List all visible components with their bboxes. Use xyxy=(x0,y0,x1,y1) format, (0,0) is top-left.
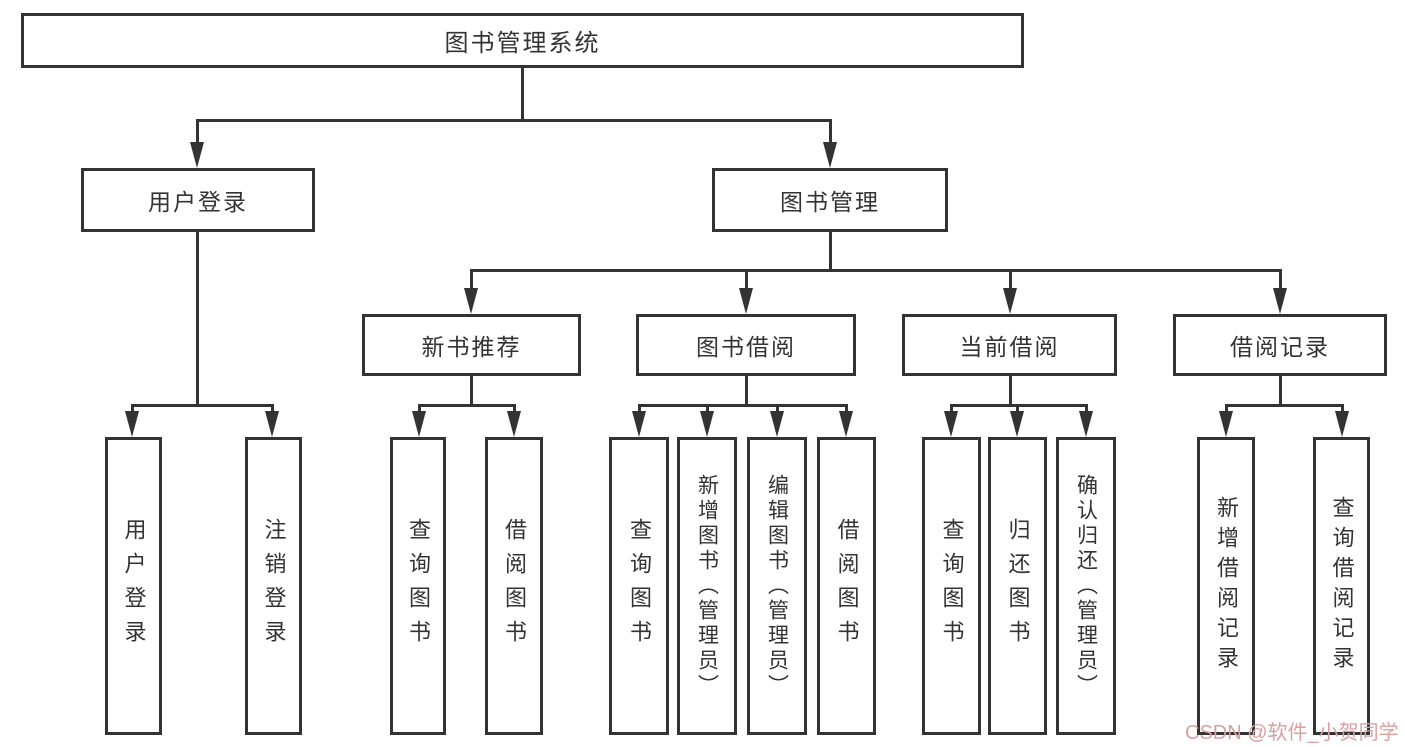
leaf-bb-query-book: 查询图书 xyxy=(609,437,669,735)
node-label: 当前借阅 xyxy=(959,334,1060,360)
leaf-user-login: 用户登录 xyxy=(105,437,162,735)
node-label: 编辑图书（管理员） xyxy=(765,473,789,699)
connector-line xyxy=(745,269,748,291)
watermark: CSDN @软件_小贺同学 xyxy=(1185,722,1399,744)
arrow-down-icon xyxy=(1010,411,1024,437)
arrow-down-icon xyxy=(1273,288,1287,314)
node-user-login: 用户登录 xyxy=(81,168,315,232)
leaf-bb-add-book-admin: 新增图书（管理员） xyxy=(677,437,737,735)
connector-line xyxy=(829,232,832,272)
connector-line xyxy=(131,404,274,407)
leaf-bb-edit-book-admin: 编辑图书（管理员） xyxy=(747,437,807,735)
node-label: 借阅记录 xyxy=(1230,334,1330,360)
arrow-down-icon xyxy=(739,288,753,314)
arrow-down-icon xyxy=(770,411,784,437)
arrow-down-icon xyxy=(632,411,646,437)
connector-line xyxy=(1009,376,1012,407)
leaf-cb-return-book: 归还图书 xyxy=(988,437,1047,735)
connector-line xyxy=(829,119,832,146)
connector-line xyxy=(1225,404,1228,414)
connector-line xyxy=(131,404,134,414)
leaf-cb-query-book: 查询图书 xyxy=(922,437,981,735)
arrow-down-icon xyxy=(823,142,837,168)
connector-line xyxy=(521,68,524,122)
connector-line xyxy=(1279,269,1282,291)
connector-line xyxy=(1225,404,1344,407)
arrow-down-icon xyxy=(265,411,279,437)
connector-line xyxy=(418,404,516,407)
connector-line xyxy=(950,404,953,414)
node-label: 新增借阅记录 xyxy=(1214,496,1239,676)
arrow-down-icon xyxy=(1003,288,1017,314)
node-label: 图书借阅 xyxy=(696,334,796,360)
connector-line xyxy=(470,376,473,407)
leaf-cb-confirm-return-admin: 确认归还（管理员） xyxy=(1056,437,1116,735)
leaf-bb-borrow-book: 借阅图书 xyxy=(817,437,876,735)
connector-line xyxy=(845,404,848,414)
arrow-down-icon xyxy=(944,411,958,437)
node-label: 确认归还（管理员） xyxy=(1074,473,1098,699)
node-book-borrowing: 图书借阅 xyxy=(636,314,856,376)
connector-line xyxy=(776,404,779,414)
arrow-down-icon xyxy=(412,411,426,437)
node-label: 注销登录 xyxy=(261,518,287,654)
connector-line xyxy=(196,119,199,146)
node-label: 查询图书 xyxy=(939,518,965,654)
arrow-down-icon xyxy=(507,411,521,437)
connector-line xyxy=(470,269,1282,272)
leaf-rec-borrow-book: 借阅图书 xyxy=(485,437,543,735)
leaf-br-add-record: 新增借阅记录 xyxy=(1197,437,1255,735)
arrow-down-icon xyxy=(1219,411,1233,437)
connector-line xyxy=(418,404,421,414)
arrow-down-icon xyxy=(1335,411,1349,437)
connector-line xyxy=(1016,404,1019,414)
node-current-borrowing: 当前借阅 xyxy=(902,314,1117,376)
node-label: 借阅图书 xyxy=(502,518,527,654)
node-label: 用户登录 xyxy=(148,189,248,215)
node-new-book-recommend: 新书推荐 xyxy=(362,314,581,376)
connector-line xyxy=(1085,404,1088,414)
node-label: 用户登录 xyxy=(121,518,147,654)
connector-line xyxy=(638,404,848,407)
leaf-br-query-record: 查询借阅记录 xyxy=(1313,437,1370,735)
leaf-rec-query-book: 查询图书 xyxy=(390,437,446,735)
connector-line xyxy=(1341,404,1344,414)
arrow-down-icon xyxy=(839,411,853,437)
connector-line xyxy=(745,376,748,407)
connector-line xyxy=(513,404,516,414)
connector-line xyxy=(196,119,832,122)
node-library-management-system: 图书管理系统 xyxy=(21,13,1024,68)
node-label: 图书管理系统 xyxy=(444,30,601,57)
node-label: 查询图书 xyxy=(627,518,652,654)
connector-line xyxy=(1009,269,1012,291)
node-label: 查询图书 xyxy=(406,518,431,654)
connector-line xyxy=(196,232,199,407)
arrow-down-icon xyxy=(190,142,204,168)
connector-line xyxy=(706,404,709,414)
connector-line xyxy=(638,404,641,414)
connector-line xyxy=(950,404,1088,407)
node-book-management: 图书管理 xyxy=(712,168,948,232)
arrow-down-icon xyxy=(1079,411,1093,437)
connector-line xyxy=(470,269,473,291)
connector-line xyxy=(1279,376,1282,407)
connector-line xyxy=(271,404,274,414)
node-label: 归还图书 xyxy=(1005,518,1031,654)
arrow-down-icon xyxy=(125,411,139,437)
arrow-down-icon xyxy=(464,288,478,314)
node-label: 查询借阅记录 xyxy=(1329,496,1355,676)
arrow-down-icon xyxy=(700,411,714,437)
node-borrowing-records: 借阅记录 xyxy=(1173,314,1387,376)
node-label: 图书管理 xyxy=(780,189,880,215)
node-label: 新增图书（管理员） xyxy=(695,473,719,699)
leaf-logout: 注销登录 xyxy=(245,437,302,735)
node-label: 新书推荐 xyxy=(421,334,522,360)
node-label: 借阅图书 xyxy=(834,518,860,654)
